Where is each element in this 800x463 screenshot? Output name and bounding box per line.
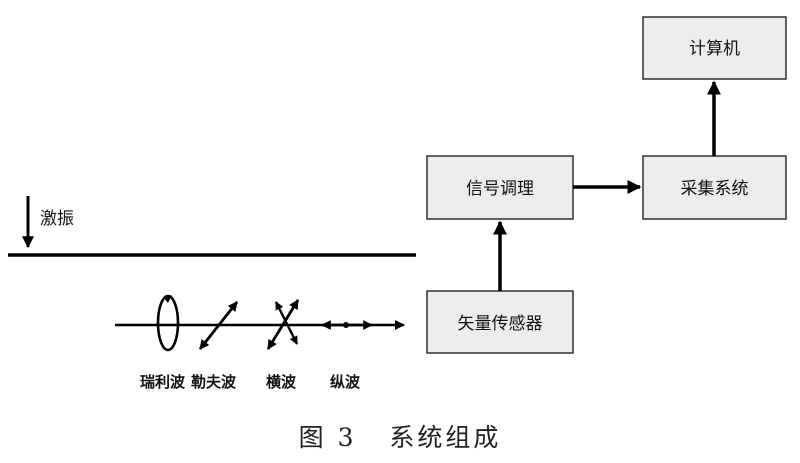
- vector-sensor-label: 矢量传感器: [458, 314, 543, 334]
- love-wave-label: 勒夫波: [191, 373, 237, 391]
- excitation-label: 激振: [40, 209, 74, 229]
- computer-box: 计算机: [642, 16, 787, 80]
- longitudinal-wave-label: 纵波: [330, 373, 361, 391]
- figure-number: 图 3: [298, 423, 357, 452]
- figure-caption: 图 3 系统组成: [0, 418, 800, 454]
- figure-title: 系统组成: [389, 423, 502, 452]
- longitudinal-wave-icon: [321, 320, 373, 330]
- love-wave-icon: [198, 301, 239, 350]
- acquisition-system-label: 采集系统: [681, 179, 749, 199]
- transverse-wave-icon: [266, 299, 300, 350]
- transverse-wave-label: 横波: [266, 373, 297, 391]
- rayleigh-wave-icon: [156, 294, 180, 352]
- vector-sensor-box: 矢量传感器: [426, 290, 574, 354]
- signal-conditioning-label: 信号调理: [466, 179, 534, 199]
- acquisition-system-box: 采集系统: [642, 155, 787, 220]
- signal-conditioning-box: 信号调理: [426, 155, 574, 220]
- rayleigh-wave-label: 瑞利波: [140, 373, 186, 391]
- computer-label: 计算机: [689, 39, 740, 59]
